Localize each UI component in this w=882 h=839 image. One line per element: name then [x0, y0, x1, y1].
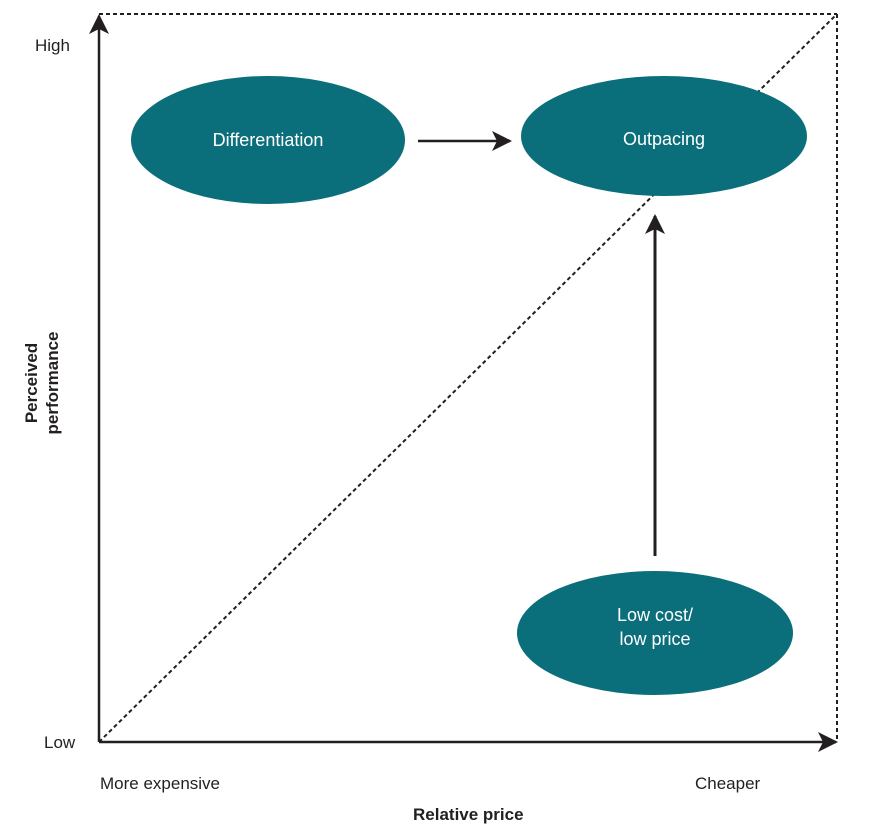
low-cost-label: Low cost/ low price	[616, 605, 694, 649]
low-cost-ellipse	[517, 571, 793, 695]
differentiation-label: Differentiation	[212, 130, 324, 150]
y-low-label: Low	[44, 733, 76, 752]
x-left-label: More expensive	[100, 774, 221, 793]
y-axis-title: Perceived performance	[22, 331, 62, 435]
outpacing-label: Outpacing	[622, 129, 706, 149]
y-high-label: High	[35, 36, 70, 55]
differentiation-ellipse	[131, 76, 405, 204]
outpacing-ellipse	[521, 76, 807, 196]
x-axis-title: Relative price	[413, 805, 524, 824]
x-right-label: Cheaper	[695, 774, 761, 793]
